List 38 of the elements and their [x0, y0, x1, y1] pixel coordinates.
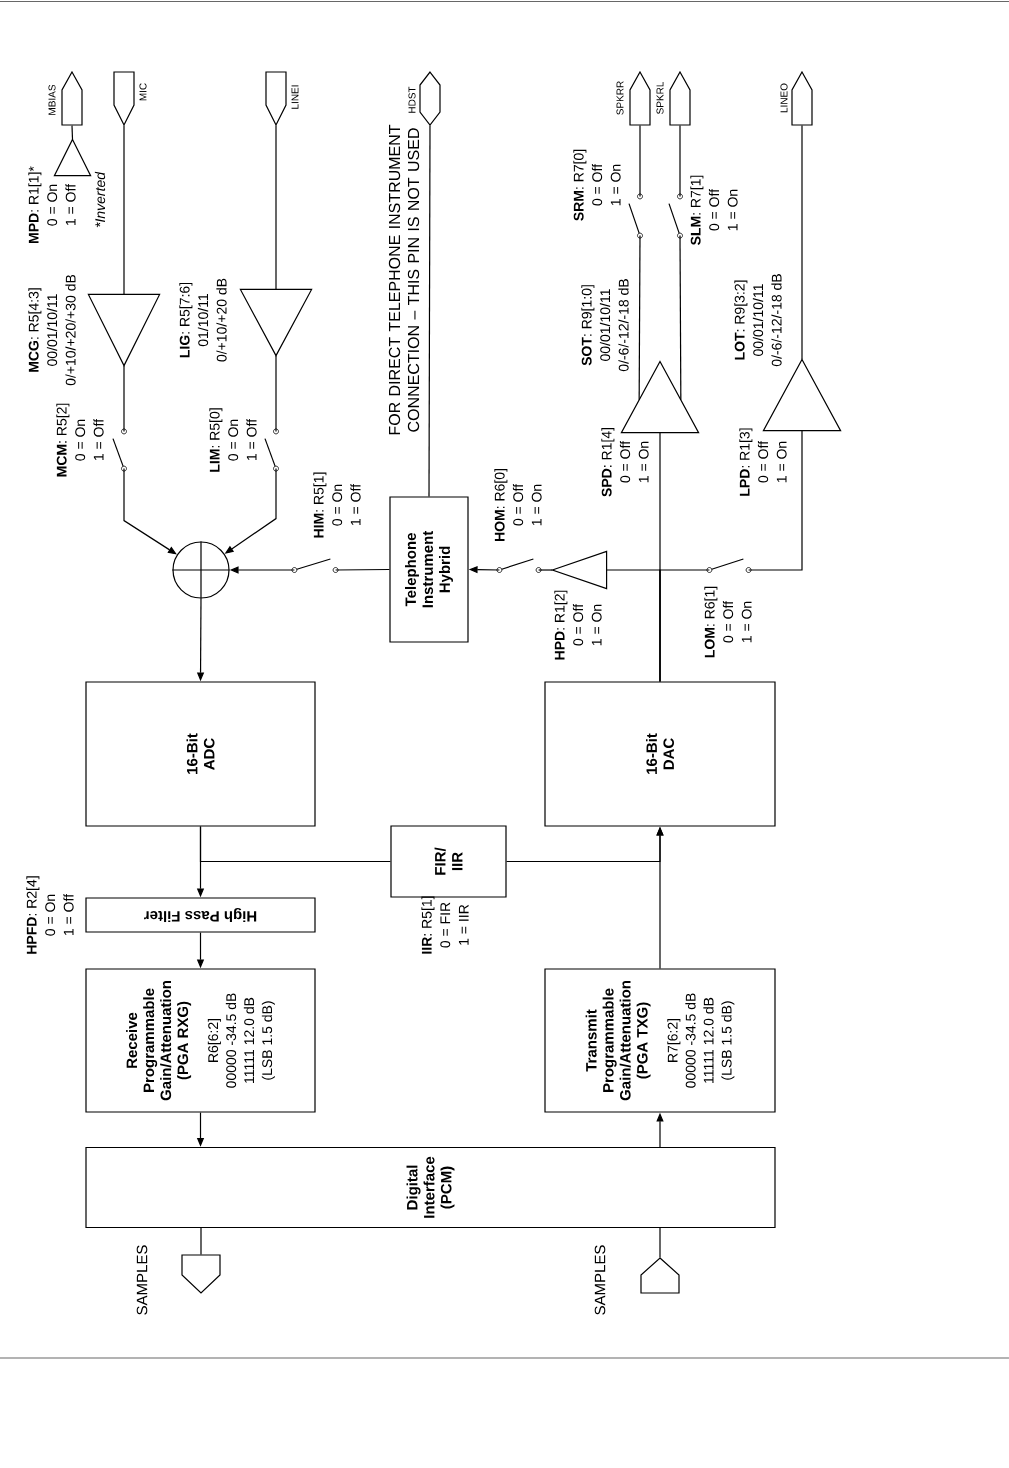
connector-line	[123, 125, 125, 295]
pin-label: MBIAS	[48, 84, 56, 115]
connector-line	[748, 430, 803, 571]
connector-line	[659, 569, 710, 682]
pin-label: SAMPLES	[136, 1245, 148, 1315]
arrow	[123, 468, 177, 555]
pin-label: LINEO	[780, 83, 788, 113]
connector-line	[275, 125, 277, 290]
connector-line	[659, 1227, 661, 1258]
connector-line	[199, 826, 391, 863]
process-box: 16-Bit DAC	[544, 681, 776, 827]
pin-label: HDST	[408, 86, 416, 113]
connector-line	[71, 125, 74, 140]
process-box: Digital Interface (PCM)	[85, 1146, 776, 1229]
process-box: 16-Bit ADC	[85, 681, 316, 827]
connector-line	[335, 568, 390, 571]
connector-line	[679, 125, 681, 197]
connector-line	[200, 1227, 202, 1255]
process-box: Telephone Instrument Hybrid	[389, 496, 469, 643]
connector-line	[538, 569, 553, 571]
note-text: FOR DIRECT TELEPHONE INSTRUMENT CONNECTION – THIS PIN IS NOT USED	[388, 124, 420, 435]
connector-line	[679, 235, 682, 401]
process-box: High Pass Filter	[85, 897, 316, 933]
pin-label: MIC	[139, 83, 147, 101]
register-note: *Inverted	[94, 171, 106, 228]
connector-line	[123, 365, 125, 432]
summing-junction	[171, 540, 231, 600]
connector-line	[275, 355, 277, 432]
connector-line	[428, 125, 431, 497]
pin-label: SPKRL	[656, 81, 664, 114]
process-box: Transmit Programmable Gain/Attenuation (PGA TXG) R7[6:2] 00000 -34.5 dB 11111 12.0 dB (LSB 1.5 dB)	[544, 968, 776, 1113]
connector-line	[801, 125, 803, 360]
pin-label: SPKRR	[616, 81, 624, 115]
process-box: Receive Programmable Gain/Attenuation (PGA RXG) R6[6:2] 00000 -34.5 dB 11111 12.0 dB (LSB 1.5 dB)	[85, 968, 316, 1113]
pin-label: SAMPLES	[594, 1245, 606, 1315]
pin-label: LINEI	[291, 85, 299, 109]
connector-line	[639, 125, 641, 197]
connector-line	[638, 235, 641, 401]
